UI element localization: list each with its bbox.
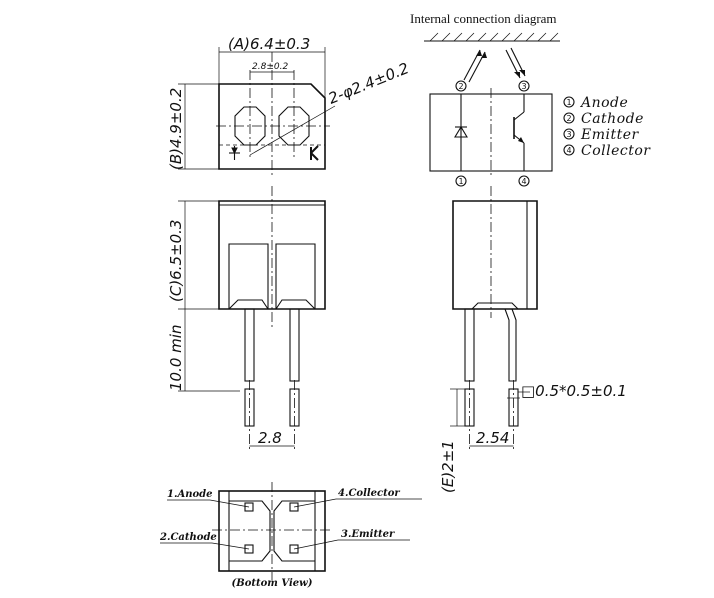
front-left-window bbox=[228, 243, 269, 309]
schematic-led-icon bbox=[454, 94, 468, 171]
side-view: □0.5*0.5±0.1 2.54 (E)2±1 bbox=[439, 186, 627, 493]
bottom-left-pocket bbox=[229, 500, 271, 562]
legend-num: 3 bbox=[566, 130, 571, 139]
pin-anode-square bbox=[244, 502, 254, 512]
bottom-view: 1.Anode 2.Cathode 4.Collector 3.Emitter … bbox=[159, 482, 422, 589]
legend-anode: Anode bbox=[579, 95, 628, 111]
dim-pitch-top-label: 2.8±0.2 bbox=[252, 62, 288, 72]
side-lead-left-upper bbox=[464, 308, 475, 382]
side-shoulder bbox=[453, 302, 519, 310]
dim-pitch-front-label: 2.8 bbox=[258, 429, 282, 447]
schematic-pin-top-right: 3 bbox=[521, 82, 526, 91]
reflector-hatching bbox=[429, 32, 559, 42]
front-right-window bbox=[275, 243, 316, 309]
bottom-label-emitter: 3.Emitter bbox=[341, 529, 395, 540]
bottom-view-caption: (Bottom View) bbox=[232, 578, 313, 589]
schematic-pin-bottom-left: 1 bbox=[458, 177, 463, 186]
legend-emitter: Emitter bbox=[580, 127, 640, 143]
legend-collector: Collector bbox=[581, 143, 651, 159]
bottom-view-inner-edges bbox=[228, 491, 316, 571]
top-view-body bbox=[218, 83, 326, 170]
dim-lead-sq-label: □0.5*0.5±0.1 bbox=[521, 382, 627, 400]
bottom-right-pocket bbox=[273, 500, 315, 562]
front-right-shoulder bbox=[275, 299, 316, 310]
schematic-pin-circle bbox=[518, 80, 530, 92]
pin-emitter-square bbox=[289, 544, 299, 554]
dim-pitch-side-label: 2.54 bbox=[476, 429, 509, 447]
emitter-leader-diag bbox=[293, 539, 339, 550]
diagram-title: Internal connection diagram bbox=[410, 11, 557, 26]
cathode-leader-diag bbox=[211, 542, 250, 550]
bottom-label-cathode: 2.Cathode bbox=[159, 532, 217, 543]
legend-num: 4 bbox=[566, 146, 571, 155]
bottom-label-collector: 4.Collector bbox=[338, 488, 400, 499]
bottom-label-anode: 1.Anode bbox=[167, 489, 213, 500]
reflected-light-arrows-icon bbox=[505, 47, 526, 79]
dim-holes-leader bbox=[249, 105, 336, 156]
legend-num-circle bbox=[563, 112, 575, 124]
collector-leader-diag bbox=[293, 498, 337, 508]
phototransistor-symbol-icon bbox=[310, 145, 319, 161]
legend-num-circle bbox=[563, 96, 575, 108]
dim-a-label: (A)6.4±0.3 bbox=[228, 35, 310, 53]
schematic-transistor-icon bbox=[513, 94, 525, 171]
legend-num: 2 bbox=[566, 114, 571, 123]
top-view: (A)6.4±0.3 2.8±0.2 2-φ2.4±0.2 (B)4.9±0.2 bbox=[167, 35, 411, 178]
legend-num-circle bbox=[563, 144, 575, 156]
front-lead-left-upper bbox=[244, 308, 255, 382]
dim-lead-label: 10.0 min bbox=[167, 325, 185, 391]
pin-cathode-square bbox=[244, 544, 254, 554]
legend-cathode: Cathode bbox=[581, 111, 644, 127]
schematic-pin-circle bbox=[518, 175, 530, 187]
front-view: (C)6.5±0.3 10.0 min 2.8 bbox=[167, 186, 326, 450]
dim-b-label: (B)4.9±0.2 bbox=[167, 88, 185, 170]
anode-leader-diag bbox=[209, 499, 250, 508]
pin-legend: 1 Anode 2 Cathode 3 Emitter 4 Collector bbox=[563, 95, 651, 159]
internal-schematic: Internal connection diagram bbox=[410, 11, 560, 187]
dim-e-label: (E)2±1 bbox=[439, 440, 457, 493]
front-left-shoulder bbox=[228, 299, 269, 310]
schematic-pin-circle bbox=[455, 175, 467, 187]
front-lead-right-upper bbox=[289, 308, 300, 382]
legend-num: 1 bbox=[566, 98, 571, 107]
side-lead-right-upper bbox=[504, 308, 517, 382]
front-view-body bbox=[218, 200, 326, 310]
schematic-pin-bottom-right: 4 bbox=[521, 177, 526, 186]
legend-num-circle bbox=[563, 128, 575, 140]
emitted-light-arrows-icon bbox=[463, 49, 487, 83]
side-view-body bbox=[452, 200, 538, 310]
dim-holes-label: 2-φ2.4±0.2 bbox=[326, 59, 412, 108]
dim-c-label: (C)6.5±0.3 bbox=[167, 220, 185, 302]
pin-collector-square bbox=[289, 502, 299, 512]
led-symbol-icon bbox=[229, 146, 240, 160]
schematic-pin-top-left: 2 bbox=[458, 82, 463, 91]
schematic-pin-circle bbox=[455, 80, 467, 92]
